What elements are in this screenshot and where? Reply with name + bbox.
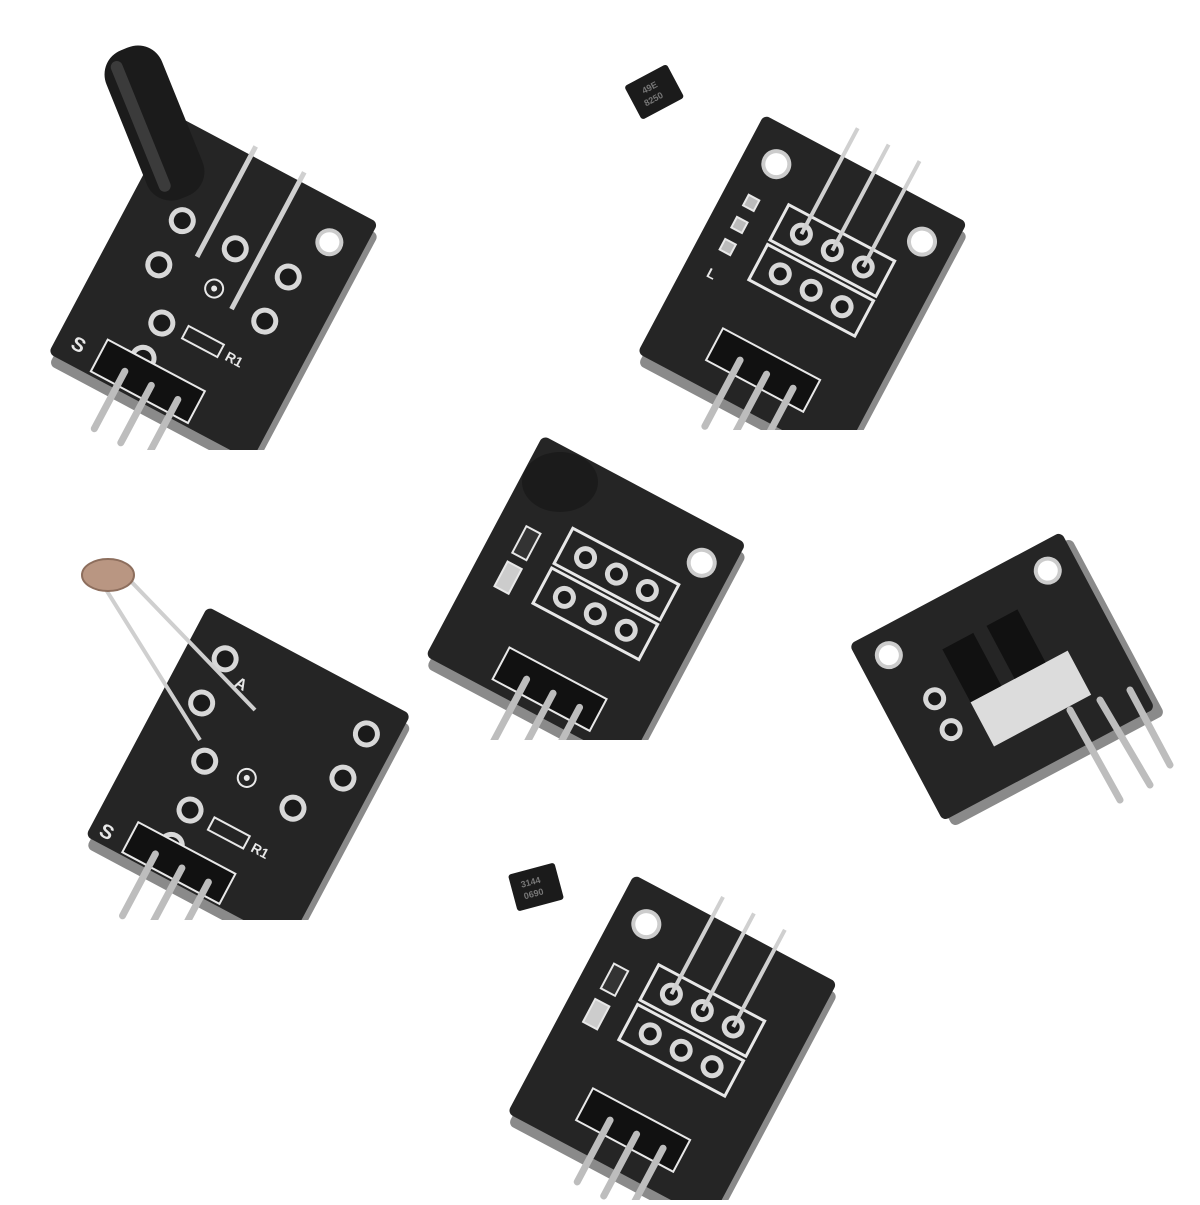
- r1-label: R1: [248, 839, 272, 862]
- temperature-sensor-module: [390, 420, 770, 774]
- hall-chip: 3144 0690: [508, 863, 564, 911]
- hall-sensor-digital-module: 3144 0690: [470, 850, 870, 1205]
- ir-interrupter-module: [830, 510, 1190, 830]
- temperature-chip: [522, 452, 598, 512]
- tilt-switch-module: R1 S: [40, 20, 420, 471]
- hall-sensor-module: L 49E 8250: [600, 60, 1000, 471]
- ldr-component: [81, 558, 135, 592]
- r1-label: R1: [223, 348, 247, 371]
- tilt-switch-cylinder: [104, 45, 205, 201]
- photoresistor-module: R1 A S: [40, 540, 440, 954]
- hall-chip: 49E 8250: [625, 64, 684, 119]
